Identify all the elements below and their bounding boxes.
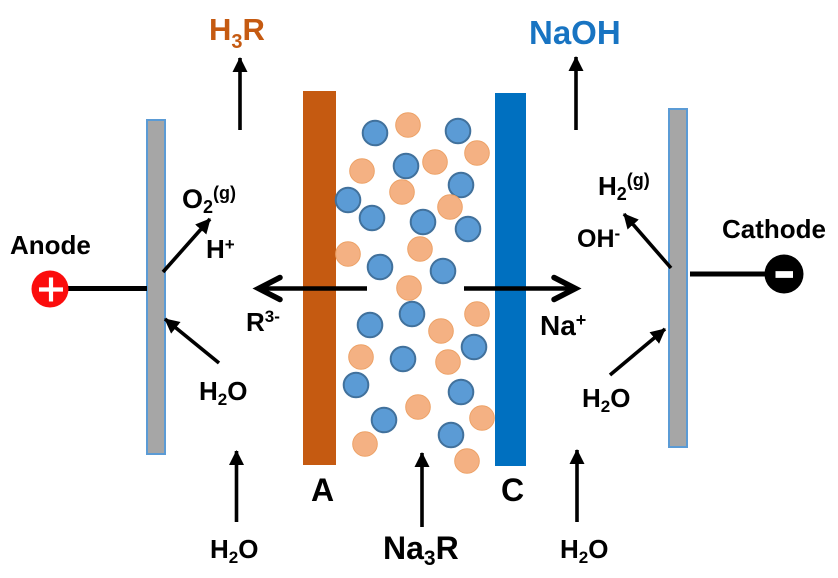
svg-text:H2O: H2O [199, 376, 247, 409]
svg-text:OH-: OH- [577, 224, 620, 253]
svg-text:R3-: R3- [246, 307, 280, 337]
svg-text:A: A [311, 472, 334, 508]
svg-text:NaOH: NaOH [529, 14, 621, 51]
svg-text:Anode: Anode [10, 230, 91, 260]
svg-text:Na3R: Na3R [383, 530, 459, 570]
svg-text:Na+: Na+ [540, 310, 586, 341]
svg-text:Cathode: Cathode [722, 214, 826, 244]
svg-text:C: C [501, 472, 524, 508]
svg-text:H3R: H3R [209, 12, 265, 53]
